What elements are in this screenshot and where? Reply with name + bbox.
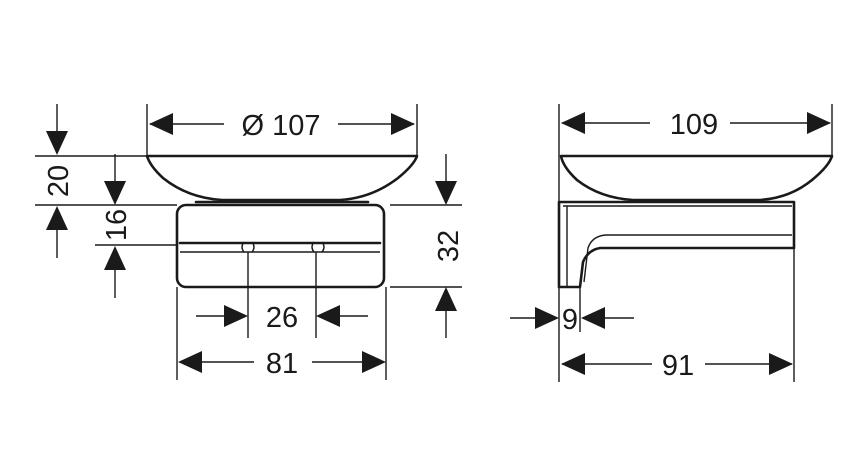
screw-right-marker	[311, 241, 325, 253]
dish-height-label: 20	[43, 165, 75, 197]
side-extension-lines	[558, 104, 833, 382]
projection-label: 91	[662, 350, 694, 382]
dimension-projection: 91	[561, 350, 793, 382]
screw-left-marker	[241, 241, 255, 253]
front-extension-lines	[35, 104, 462, 380]
side-bracket-inner-line	[583, 234, 792, 283]
dimension-total-depth: 109	[561, 109, 831, 141]
total-depth-label: 109	[670, 109, 718, 141]
dimension-holder-height: 16	[101, 154, 133, 298]
dimension-mount-height: 32	[433, 154, 465, 338]
side-view	[557, 154, 834, 289]
diameter-label: Ø 107	[242, 110, 321, 142]
wall-plate-label: 9	[562, 304, 578, 336]
side-dish-outline	[559, 154, 834, 202]
holder-height-label: 16	[101, 209, 133, 241]
front-view	[145, 154, 419, 289]
dimension-wall-plate: 9	[510, 304, 634, 336]
dimension-dish-height: 20	[43, 104, 75, 258]
dimension-plate-width: 81	[178, 348, 386, 380]
side-bracket-outline	[557, 200, 796, 289]
dimension-diameter: Ø 107	[149, 110, 415, 142]
mount-height-label: 32	[433, 230, 465, 262]
front-holder-body	[175, 203, 386, 289]
front-dish-outline	[145, 154, 419, 202]
screw-spacing-label: 26	[266, 302, 298, 334]
dimension-screw-spacing: 26	[196, 302, 368, 334]
plate-width-label: 81	[266, 348, 298, 380]
